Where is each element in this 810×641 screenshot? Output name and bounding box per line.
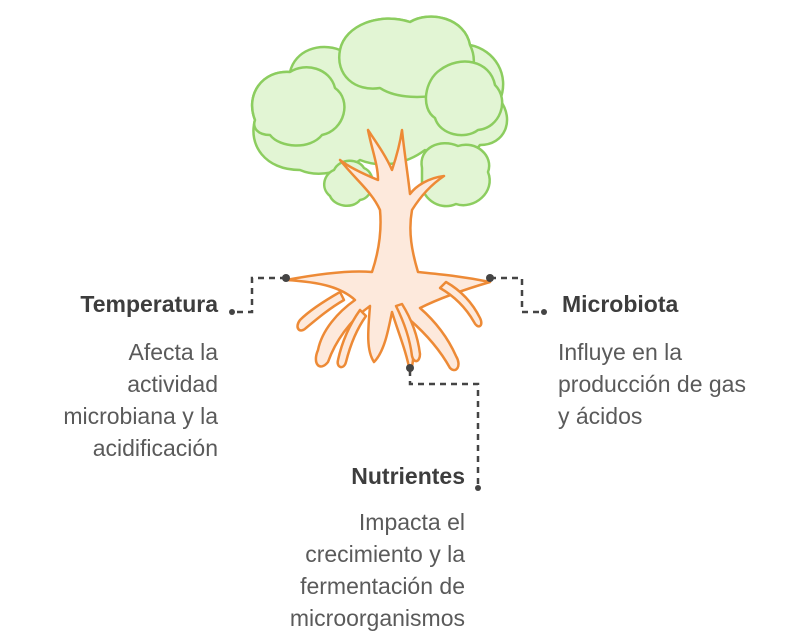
nutrientes-title: Nutrientes	[351, 463, 465, 489]
microbiota-desc-line: y ácidos	[558, 403, 643, 429]
microbiota-desc-line: producción de gas	[558, 371, 746, 397]
temperatura-desc-line: Afecta la	[128, 339, 219, 365]
nutrientes-desc-line: fermentación de	[300, 573, 465, 599]
tree-trunk-roots	[284, 128, 492, 374]
temperatura-desc-line: actividad	[127, 371, 218, 397]
connector-temperatura	[229, 274, 290, 315]
temperatura-desc-line: acidificación	[92, 435, 218, 461]
connector-nutrientes	[406, 364, 481, 491]
connector-microbiota	[486, 274, 547, 315]
nutrientes-desc-line: Impacta el	[358, 509, 465, 535]
tree-canopy	[250, 15, 509, 208]
nutrientes-desc-line: microorganismos	[289, 605, 465, 631]
microbiota-title: Microbiota	[562, 291, 679, 317]
temperatura-title: Temperatura	[80, 291, 218, 317]
temperatura-desc-line: microbiana y la	[63, 403, 218, 429]
microbiota-desc-line: Influye en la	[558, 339, 683, 365]
temperatura-description: Afecta la actividad microbiana y la acid…	[63, 336, 218, 464]
microbiota-description: Influye en la producción de gas y ácidos	[558, 336, 746, 432]
nutrientes-desc-line: crecimiento y la	[305, 541, 465, 567]
nutrientes-description: Impacta el crecimiento y la fermentación…	[290, 506, 465, 634]
